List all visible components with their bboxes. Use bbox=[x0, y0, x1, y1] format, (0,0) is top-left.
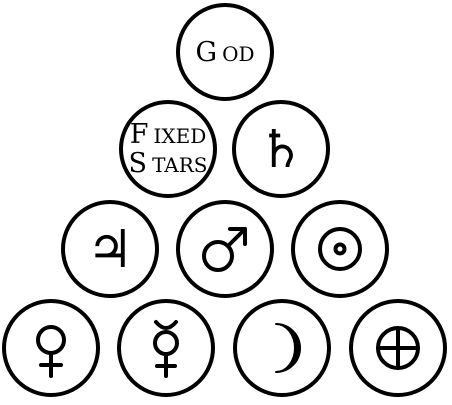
jupiter-icon: ♃ bbox=[87, 220, 134, 280]
fixed-stars-label-line1: F IXED bbox=[130, 119, 207, 150]
earth-icon bbox=[376, 326, 420, 370]
earth-node bbox=[349, 299, 447, 397]
saturn-icon: ♄ bbox=[258, 120, 305, 180]
small-caps-tail: OD bbox=[222, 42, 254, 66]
god-node: G OD bbox=[176, 3, 274, 101]
fixed-stars-label-line2: S TARS bbox=[128, 148, 207, 179]
jupiter-node: ♃ bbox=[61, 200, 159, 298]
moon-icon bbox=[275, 323, 301, 373]
mercury-node bbox=[117, 299, 215, 397]
saturn-node: ♄ bbox=[232, 100, 330, 198]
small-caps-tail: IXED bbox=[154, 124, 207, 148]
fixed-stars-node: F IXED S TARS bbox=[119, 100, 217, 198]
venus-icon bbox=[36, 325, 66, 378]
mars-icon bbox=[202, 227, 247, 272]
mars-node bbox=[176, 200, 274, 298]
god-label: G OD bbox=[195, 37, 254, 68]
sun-node bbox=[291, 200, 389, 298]
moon-node bbox=[233, 299, 331, 397]
sun-icon bbox=[318, 227, 362, 271]
venus-node bbox=[2, 299, 100, 397]
mercury-icon bbox=[153, 320, 179, 378]
small-caps-tail: TARS bbox=[152, 153, 207, 177]
